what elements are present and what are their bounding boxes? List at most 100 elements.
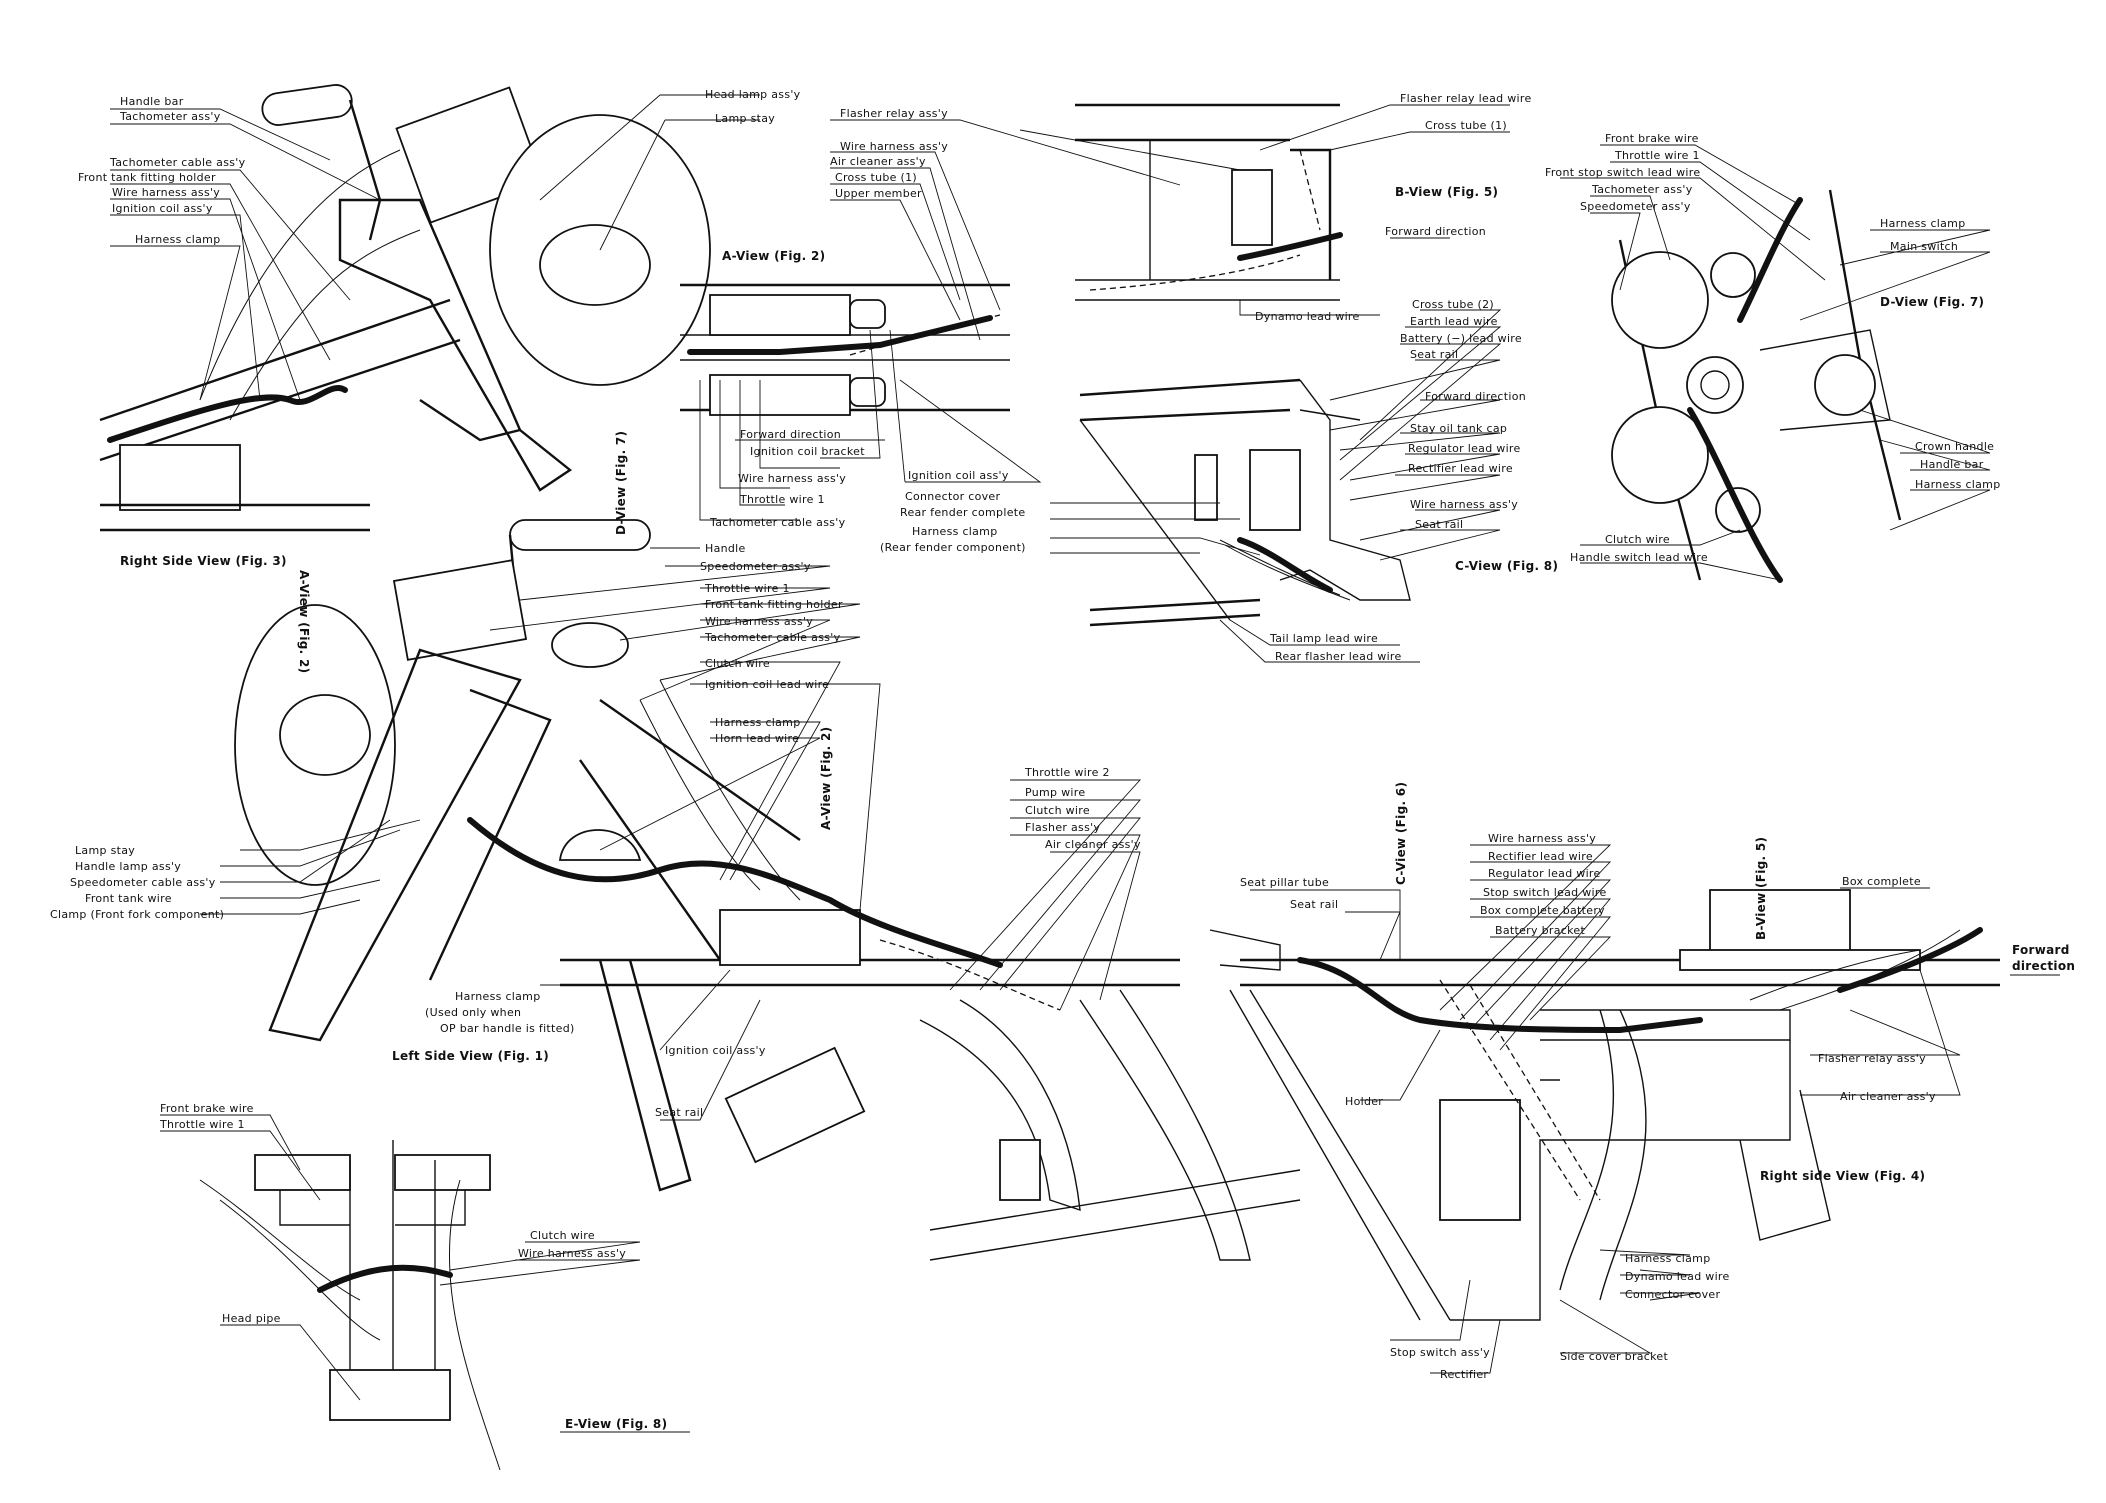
label-ignition-coil-lead-wire: Ignition coil lead wire — [705, 678, 829, 691]
label-forward: Forward — [2012, 943, 2070, 957]
tachometer-gauge — [1611, 251, 1709, 349]
ignition-coil-ass-y — [719, 909, 861, 966]
label-main-switch: Main switch — [1890, 240, 1958, 253]
ignition-coil-upper — [709, 294, 851, 336]
tag-d-view-fig7: D-View (Fig. 7) — [614, 431, 628, 535]
caption-a-view-fig2: A-View (Fig. 2) — [722, 249, 825, 263]
label-tail-lamp-lead-wire: Tail lamp lead wire — [1269, 632, 1378, 645]
label-rectifier-lead-wire: Rectifier lead wire — [1488, 850, 1593, 863]
label-upper-member: Upper member — [835, 187, 922, 200]
label-handle: Handle — [705, 542, 746, 555]
label-harness-clamp: Harness clamp — [912, 525, 997, 538]
ignition-coil-ass-y — [119, 444, 241, 511]
label-throttle-wire-1: Throttle wire 1 — [739, 493, 825, 506]
label-side-cover-bracket: Side cover bracket — [1560, 1350, 1668, 1363]
label-rear-flasher-lead-wire: Rear flasher lead wire — [1275, 650, 1402, 663]
label-regulator-lead-wire: Regulator lead wire — [1488, 867, 1601, 880]
label-harness-clamp: Harness clamp — [135, 233, 220, 246]
label-ignition-coil-ass-y: Ignition coil ass'y — [908, 469, 1009, 482]
label-handle-bar: Handle bar — [1920, 458, 1984, 471]
label-flasher-relay: Flasher relay ass'y — [1818, 1052, 1926, 1065]
label-tachometer-cable: Tachometer cable ass'y — [709, 516, 846, 529]
label-head-pipe: Head pipe — [222, 1312, 281, 1325]
speedometer — [392, 559, 528, 661]
caption-d-view-fig7: D-View (Fig. 7) — [1880, 295, 1984, 309]
label-horn-lead-wire: Horn lead wire — [715, 732, 799, 745]
label-earth-lead-wire: Earth lead wire — [1410, 315, 1498, 328]
label-throttle-wire-1: Throttle wire 1 — [159, 1118, 245, 1131]
tag-b-view-fig5: B-View (Fig. 5) — [1754, 837, 1768, 940]
label-speedometer: Speedometer ass'y — [700, 560, 811, 573]
label-tachometer-cable: Tachometer cable ass'y — [109, 156, 246, 169]
label-wire-harness-2: Wire harness ass'y — [738, 472, 846, 485]
label-flasher-ass-y: Flasher ass'y — [1025, 821, 1100, 834]
label-throttle-wire-2: Throttle wire 2 — [1024, 766, 1110, 779]
label-rectifier: Rectifier — [1440, 1368, 1488, 1381]
main-switch — [1686, 356, 1744, 414]
tag-a-view-fig2-right: A-View (Fig. 2) — [819, 727, 833, 830]
caption-left-side-view-fig1: Left Side View (Fig. 1) — [392, 1049, 549, 1063]
label-harness-clamp: Harness clamp — [1880, 217, 1965, 230]
label-front-tank-fitting-holder: Front tank fitting holder — [78, 171, 216, 184]
label-clutch-wire: Clutch wire — [705, 657, 770, 670]
label-front-tank-wire: Front tank wire — [85, 892, 172, 905]
handle-grip — [509, 519, 651, 551]
label-stop-switch-ass-y: Stop switch ass'y — [1390, 1346, 1490, 1359]
label-battery-lead-wire: Battery (−) lead wire — [1400, 332, 1522, 345]
e-view-fig8: Front brake wire Throttle wire 1 Clutch … — [159, 1102, 690, 1471]
label-harness-clamp-2: Harness clamp — [455, 990, 540, 1003]
battery-box — [1439, 1099, 1521, 1221]
label-wire-harness: Wire harness ass'y — [840, 140, 948, 153]
label-clamp-front-fork: Clamp (Front fork component) — [50, 908, 224, 921]
label-wire-harness: Wire harness ass'y — [1410, 498, 1518, 511]
label-connector-cover: Connector cover — [905, 490, 1000, 503]
label-ignition-coil-bracket: Ignition coil bracket — [750, 445, 865, 458]
a-view-fig2: Flasher relay ass'y Wire harness ass'y A… — [680, 107, 1181, 529]
label-flasher-relay-lead-wire: Flasher relay lead wire — [1400, 92, 1532, 105]
label-seat-rail: Seat rail — [1290, 898, 1338, 911]
label-harness-clamp: Harness clamp — [1625, 1252, 1710, 1265]
label-box-complete: Box complete — [1842, 875, 1921, 888]
caption-right-side-view-fig3: Right Side View (Fig. 3) — [120, 554, 287, 568]
label-connector-cover: Connector cover — [1625, 1288, 1720, 1301]
label-used-only-when: (Used only when — [425, 1006, 521, 1019]
label-pump-wire: Pump wire — [1025, 786, 1085, 799]
label-forward-direction: Forward direction — [1385, 225, 1486, 238]
fork-top-right — [394, 1154, 491, 1191]
tag-a-view-fig2-left: A-View (Fig. 2) — [297, 570, 311, 673]
flasher-relay — [1231, 169, 1273, 246]
horn — [558, 829, 642, 861]
box-complete — [1709, 889, 1851, 956]
label-ignition-coil: Ignition coil ass'y — [112, 202, 213, 215]
left-side-view-fig1: Handle Speedometer ass'y Throttle wire 1… — [50, 431, 1301, 1261]
label-front-tank-fitting-holder: Front tank fitting holder — [705, 598, 843, 611]
d-view-fig7: Front brake wire Throttle wire 1 Front s… — [1545, 132, 2000, 583]
label-tachometer-ass-y: Tachometer ass'y — [1591, 183, 1693, 196]
label-rear-fender-complete: Rear fender complete — [900, 506, 1025, 519]
label-dynamo-lead-wire: Dynamo lead wire — [1625, 1270, 1730, 1283]
label-rectifier-lead-wire: Rectifier lead wire — [1408, 462, 1513, 475]
fork-top-left — [254, 1154, 351, 1191]
label-tachometer: Tachometer ass'y — [119, 110, 221, 123]
label-clutch-wire-2: Clutch wire — [1025, 804, 1090, 817]
handle-bar — [261, 84, 353, 126]
label-front-stop-switch-lead-wire: Front stop switch lead wire — [1545, 166, 1700, 179]
label-seat-rail: Seat rail — [1410, 348, 1458, 361]
label-wire-harness: Wire harness ass'y — [112, 186, 220, 199]
label-speedometer-ass-y: Speedometer ass'y — [1580, 200, 1691, 213]
label-air-cleaner: Air cleaner ass'y — [1045, 838, 1141, 851]
regulator — [1249, 449, 1301, 531]
label-dynamo-lead-wire: Dynamo lead wire — [1255, 310, 1360, 323]
label-stop-switch-lead-wire: Stop switch lead wire — [1483, 886, 1607, 899]
label-forward-direction: Forward direction — [1425, 390, 1526, 403]
label-wire-harness: Wire harness ass'y — [705, 615, 813, 628]
label-handle-lamp: Handle lamp ass'y — [75, 860, 181, 873]
label-throttle-wire-1: Throttle wire 1 — [1614, 149, 1700, 162]
label-op-bar-handle: OP bar handle is fitted) — [440, 1022, 575, 1035]
label-speedometer-cable: Speedometer cable ass'y — [70, 876, 216, 889]
label-seat-rail: Seat rail — [655, 1106, 703, 1119]
caption-c-view-fig8: C-View (Fig. 8) — [1455, 559, 1558, 573]
label-flasher-relay: Flasher relay ass'y — [840, 107, 948, 120]
label-seat-rail-2: Seat rail — [1415, 518, 1463, 531]
label-regulator-lead-wire: Regulator lead wire — [1408, 442, 1521, 455]
